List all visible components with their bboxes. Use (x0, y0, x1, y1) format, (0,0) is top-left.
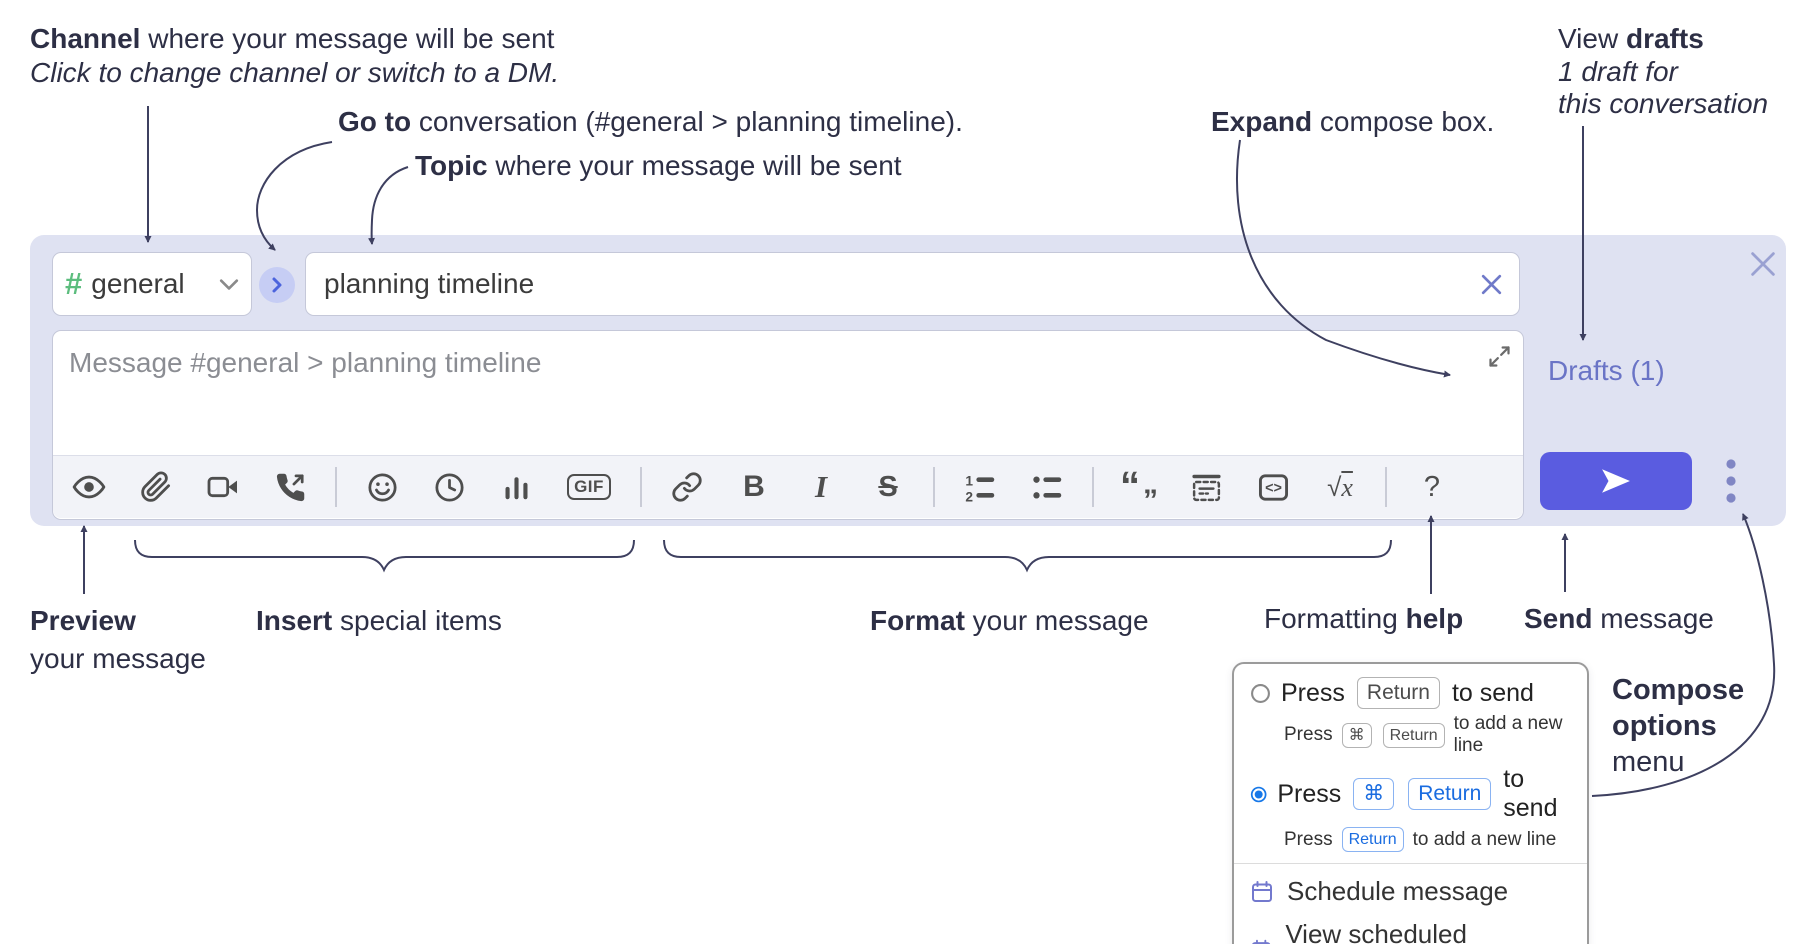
chevron-right-icon (272, 277, 282, 293)
kbd-return: Return (1382, 722, 1445, 748)
voice-call-icon[interactable] (268, 463, 312, 511)
toolbar-divider (1385, 467, 1387, 507)
attach-paperclip-icon[interactable] (134, 463, 178, 511)
channel-name: general (91, 268, 185, 299)
vertical-ellipsis-icon (1726, 459, 1736, 503)
message-input[interactable] (53, 331, 1523, 455)
radio-option-return-to-send[interactable]: Press Return to send (1234, 674, 1587, 712)
menu-item-view-scheduled-messages[interactable]: View scheduled messages (1234, 913, 1587, 944)
option-text: to send (1451, 678, 1534, 707)
svg-text:1: 1 (965, 473, 973, 488)
compose-options-annotation: Compose options menu (1612, 674, 1745, 778)
kbd-cmd: ⌘ (1353, 778, 1395, 810)
topic-input[interactable] (306, 268, 1478, 300)
formatting-help-annotation: Formatting help (1264, 603, 1464, 634)
compose-options-ellipsis-button[interactable] (1714, 454, 1748, 508)
radio-option-return-subtext: Press ⌘ Return to add a new line (1284, 713, 1563, 756)
goto-conversation-button[interactable] (259, 267, 295, 303)
kbd-return: Return (1408, 778, 1492, 810)
menu-item-label: Schedule message (1287, 876, 1509, 906)
compose-options-menu: Press Return to send Press ⌘ Return to a… (1232, 662, 1589, 944)
message-box: GIF B I S 12 “” (52, 330, 1524, 520)
channel-annotation: Channel where your message will be sent (30, 23, 555, 54)
send-paper-plane-icon (1602, 469, 1630, 493)
topic-input-container (305, 252, 1520, 316)
close-compose-button[interactable] (1748, 249, 1778, 279)
italic-icon[interactable]: I (799, 463, 843, 511)
expand-annotation: Expand compose box. (1211, 106, 1495, 137)
preview-annotation-line2: your message (30, 643, 206, 674)
calendar-icon (1252, 880, 1272, 902)
global-time-clock-icon[interactable] (427, 463, 471, 511)
clear-topic-button[interactable] (1478, 271, 1505, 298)
gif-icon[interactable]: GIF (561, 463, 617, 511)
goto-annotation: Go to conversation (#general > planning … (338, 106, 963, 137)
send-button[interactable] (1540, 452, 1692, 510)
strikethrough-icon[interactable]: S (866, 463, 910, 511)
bold-icon[interactable]: B (732, 463, 776, 511)
option-text: Press (1277, 779, 1342, 808)
bulleted-list-icon[interactable] (1025, 463, 1069, 511)
preview-eye-icon[interactable] (67, 463, 111, 511)
poll-bar-chart-icon[interactable] (494, 463, 538, 511)
math-latex-icon[interactable]: √x (1318, 463, 1362, 511)
kbd-cmd: ⌘ (1341, 722, 1372, 748)
expand-diagonal-icon (1489, 346, 1510, 367)
message-area (53, 331, 1523, 456)
svg-text:<>: <> (1265, 480, 1282, 496)
menu-item-label: View scheduled messages (1285, 919, 1467, 944)
formatting-help-icon[interactable]: ? (1410, 463, 1454, 511)
format-annotation: Format your message (870, 605, 1149, 636)
drafts-link[interactable]: Drafts (1) (1548, 355, 1665, 386)
option-text: to send (1503, 765, 1558, 822)
compose-box: # general (30, 235, 1786, 526)
channel-selector[interactable]: # general (52, 252, 252, 316)
radio-option-cmd-return-to-send[interactable]: Press ⌘ Return to send (1234, 762, 1587, 826)
emoji-smiley-icon[interactable] (360, 463, 404, 511)
send-annotation: Send message (1524, 603, 1714, 634)
menu-item-schedule-message[interactable]: Schedule message (1234, 870, 1587, 913)
insert-annotation: Insert special items (256, 605, 502, 636)
kbd-return: Return (1341, 827, 1404, 852)
radio-option-cmd-return-subtext: Press Return to add a new line (1234, 826, 1587, 857)
toolbar-divider (335, 467, 337, 507)
code-icon[interactable]: <> (1251, 463, 1295, 511)
channel-annotation-sub: Click to change channel or switch to a D… (30, 57, 560, 88)
gif-label: GIF (567, 474, 611, 500)
option-text: Press (1281, 678, 1345, 707)
calendar-dots-icon (1252, 939, 1271, 944)
link-icon[interactable] (665, 463, 709, 511)
drafts-annotation: View drafts (1558, 23, 1704, 54)
channel-hash-icon: # (65, 266, 83, 301)
svg-text:2: 2 (965, 489, 973, 504)
toolbar-divider (933, 467, 935, 507)
spoiler-icon[interactable] (1184, 463, 1228, 511)
toolbar-divider (1092, 467, 1094, 507)
video-call-icon[interactable] (201, 463, 245, 511)
menu-divider (1234, 863, 1587, 864)
radio-unchecked-icon[interactable] (1250, 683, 1271, 704)
drafts-annotation-line3: this conversation (1558, 88, 1769, 119)
quote-icon[interactable]: “” (1117, 463, 1161, 517)
topic-annotation: Topic where your message will be sent (415, 150, 902, 181)
close-icon (1751, 252, 1775, 276)
expand-compose-button[interactable] (1486, 343, 1513, 370)
preview-annotation: Preview (30, 605, 136, 636)
chevron-down-icon (219, 275, 239, 293)
close-icon (1481, 274, 1502, 294)
radio-checked-icon[interactable] (1250, 784, 1267, 805)
drafts-annotation-line2: 1 draft for (1558, 56, 1678, 87)
kbd-return: Return (1356, 677, 1440, 709)
toolbar-divider (640, 467, 642, 507)
